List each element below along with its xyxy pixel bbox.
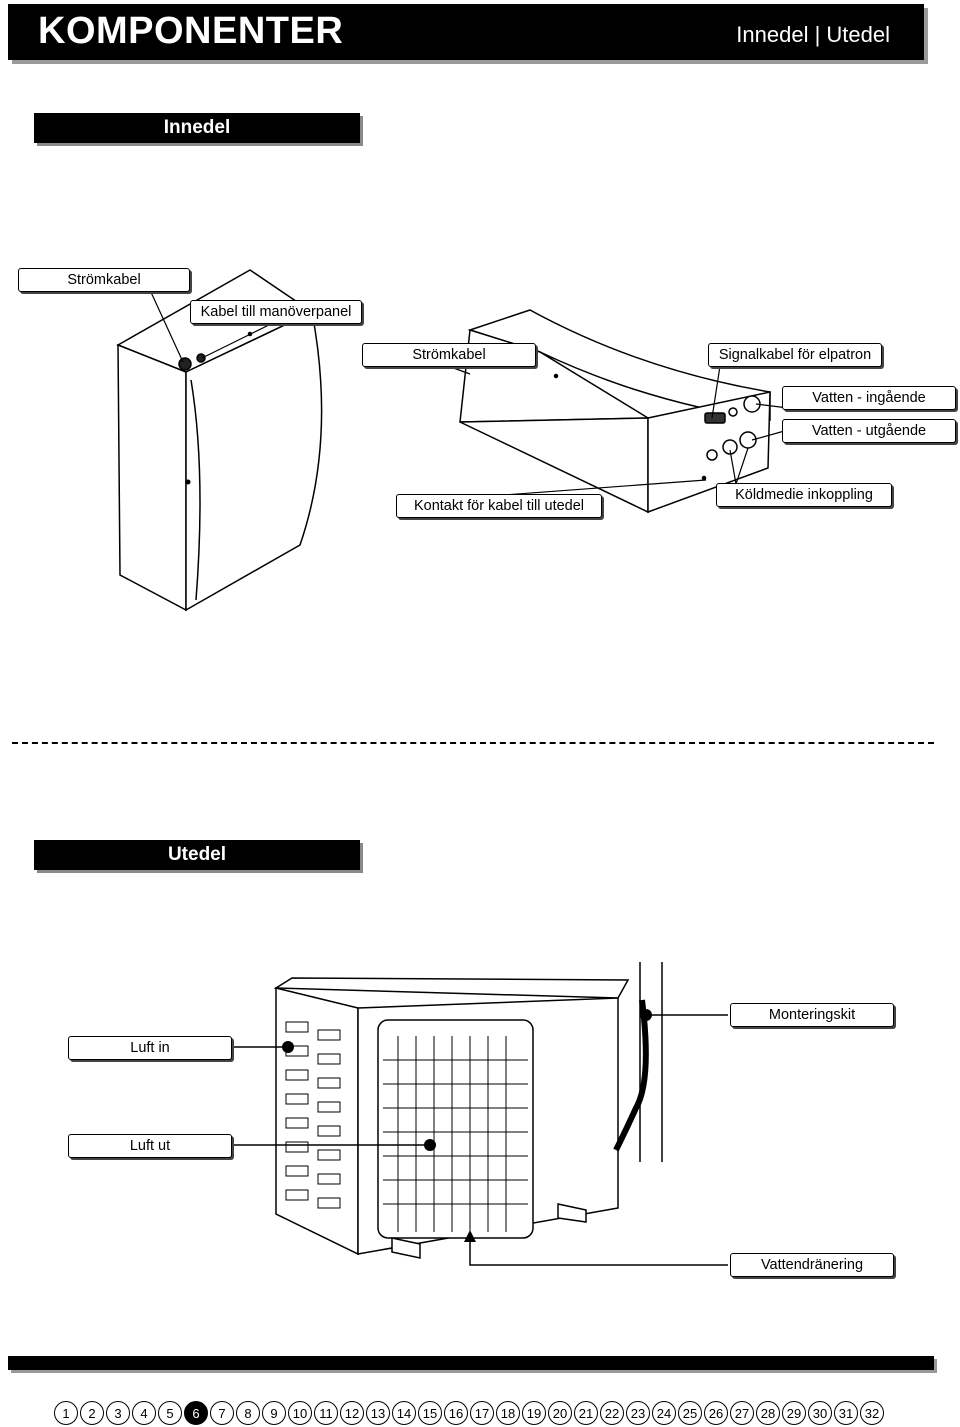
page-number-28[interactable]: 28 [756, 1401, 780, 1425]
label-refrigerant: Köldmedie inkoppling [716, 483, 892, 507]
page-number-16[interactable]: 16 [444, 1401, 468, 1425]
label-water-in: Vatten - ingående [782, 386, 956, 410]
page-number-6[interactable]: 6 [184, 1401, 208, 1425]
page-number-26[interactable]: 26 [704, 1401, 728, 1425]
page-number-9[interactable]: 9 [262, 1401, 286, 1425]
page-number-18[interactable]: 18 [496, 1401, 520, 1425]
page-number-7[interactable]: 7 [210, 1401, 234, 1425]
page-title: KOMPONENTER [38, 10, 344, 52]
page-number-25[interactable]: 25 [678, 1401, 702, 1425]
page-number-19[interactable]: 19 [522, 1401, 546, 1425]
page-number-29[interactable]: 29 [782, 1401, 806, 1425]
label-air-in: Luft in [68, 1036, 232, 1060]
page-number-11[interactable]: 11 [314, 1401, 338, 1425]
page-number-10[interactable]: 10 [288, 1401, 312, 1425]
section-divider [12, 742, 934, 744]
outdoor-unit [273, 962, 663, 1259]
page-number-30[interactable]: 30 [808, 1401, 832, 1425]
page-header: KOMPONENTER Innedel | Utedel [8, 4, 924, 60]
indoor-leader-lines [149, 289, 789, 497]
label-air-out: Luft ut [68, 1134, 232, 1158]
label-outdoor-contact: Kontakt för kabel till utedel [396, 494, 602, 518]
page-number-8[interactable]: 8 [236, 1401, 260, 1425]
page-number-3[interactable]: 3 [106, 1401, 130, 1425]
label-drainage: Vattendränering [730, 1253, 894, 1277]
leader-dots [282, 1009, 652, 1151]
page-number-22[interactable]: 22 [600, 1401, 624, 1425]
page-number-14[interactable]: 14 [392, 1401, 416, 1425]
outdoor-leader-lines [230, 1014, 728, 1266]
page-number-21[interactable]: 21 [574, 1401, 598, 1425]
label-mounting-kit: Monteringskit [730, 1003, 894, 1027]
indoor-unit-box [459, 309, 771, 514]
label-control-panel-cable: Kabel till manöverpanel [190, 300, 362, 324]
page-number-12[interactable]: 12 [340, 1401, 364, 1425]
page-number-27[interactable]: 27 [730, 1401, 754, 1425]
label-power-cable-1: Strömkabel [18, 268, 190, 292]
outdoor-heading: Utedel [34, 840, 360, 870]
page-subtitle: Innedel | Utedel [736, 22, 890, 47]
page-number-17[interactable]: 17 [470, 1401, 494, 1425]
page-number-32[interactable]: 32 [860, 1401, 884, 1425]
indoor-heading: Innedel [34, 113, 360, 143]
label-power-cable-2: Strömkabel [362, 343, 536, 367]
page-number-1[interactable]: 1 [54, 1401, 78, 1425]
footer-bar [8, 1356, 934, 1370]
label-water-out: Vatten - utgående [782, 419, 956, 443]
page-number-23[interactable]: 23 [626, 1401, 650, 1425]
page-number-24[interactable]: 24 [652, 1401, 676, 1425]
page-number-13[interactable]: 13 [366, 1401, 390, 1425]
page-number-5[interactable]: 5 [158, 1401, 182, 1425]
page-number-2[interactable]: 2 [80, 1401, 104, 1425]
page-number-4[interactable]: 4 [132, 1401, 156, 1425]
page-number-20[interactable]: 20 [548, 1401, 572, 1425]
page-number-15[interactable]: 15 [418, 1401, 442, 1425]
page-number-31[interactable]: 31 [834, 1401, 858, 1425]
label-signal-cable: Signalkabel för elpatron [708, 343, 882, 367]
